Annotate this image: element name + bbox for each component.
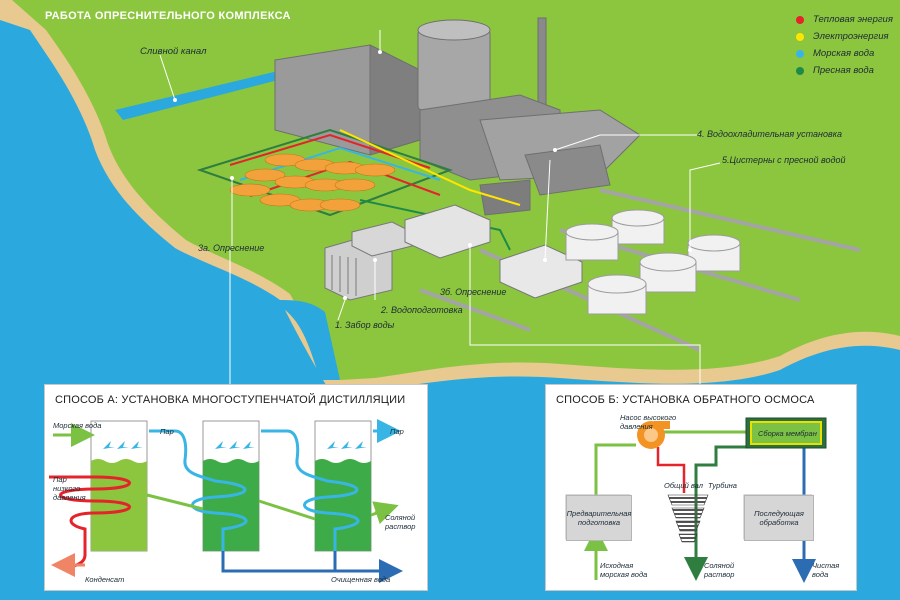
label-water-intake: 1. Забор воды <box>335 320 395 330</box>
a-steam-2: Пар <box>390 427 404 436</box>
label-drain-channel: Сливной канал <box>140 46 207 57</box>
intake-channel <box>280 300 340 380</box>
b-posttreatment-box: Последующая обработка <box>744 495 814 541</box>
callout-dots <box>173 50 692 300</box>
a-sea-water: Морская вода <box>53 421 102 430</box>
b-turbine: Турбина <box>708 481 737 490</box>
a-condensate: Конденсат <box>85 575 125 584</box>
legend-item: Электроэнергия <box>796 28 900 45</box>
panel-b-title: СПОСОБ Б: УСТАНОВКА ОБРАТНОГО ОСМОСА <box>556 394 815 406</box>
b-brine: Соляной раствор <box>704 561 735 579</box>
shaft <box>656 447 686 493</box>
panel-method-b: СПОСОБ Б: УСТАНОВКА ОБРАТНОГО ОСМОСА <box>545 384 857 591</box>
b-shaft: Общий вал <box>664 481 703 490</box>
callout-leaders <box>159 30 721 400</box>
steam-link-2 <box>261 429 360 555</box>
label-desalination-a: 3а. Опреснение <box>198 243 265 253</box>
feed-pipe <box>594 443 636 495</box>
a-steam-1: Пар <box>160 427 174 436</box>
panel-a-title: СПОСОБ А: УСТАНОВКА МНОГОСТУПЕНЧАТОЙ ДИС… <box>55 394 406 406</box>
a-purified: Очищенная вода <box>331 575 391 584</box>
a-brine: Соляной раствор <box>385 513 416 531</box>
label-cooling-unit: 4. Водоохладительная установка <box>697 129 842 139</box>
label-fresh-water-tanks: 5.Цистерны с пресной водой <box>722 155 846 165</box>
steam-coil-1 <box>49 475 131 569</box>
membrane-assembly <box>745 417 827 449</box>
drain-channel <box>115 70 286 120</box>
legend-item: Морская вода <box>796 45 900 62</box>
power-plant <box>274 17 641 216</box>
diagram-title: РАБОТА ОПРЕСНИТЕЛЬНОГО КОМПЛЕКСА <box>45 10 291 22</box>
legend-label: Электроэнергия <box>813 31 889 42</box>
legend-dot-icon <box>796 32 804 41</box>
legend-item: Тепловая энергия <box>796 11 900 28</box>
fresh-water-tanks <box>565 209 741 315</box>
panel-a-illustration <box>49 419 427 590</box>
steam-link-1 <box>149 429 248 555</box>
high-pressure-pump <box>637 421 670 449</box>
b-source-water: Исходная морская вода <box>600 561 648 579</box>
legend-label: Тепловая энергия <box>813 14 893 25</box>
water-prep-building <box>351 221 413 257</box>
label-water-preparation: 2. Водоподготовка <box>381 305 463 315</box>
legend-dot-icon <box>796 49 804 58</box>
a-steam-in: Пар низкого давления <box>53 475 86 502</box>
b-membrane: Сборка мембран <box>758 429 817 438</box>
legend-label: Морская вода <box>813 48 875 59</box>
cooling-building <box>499 244 583 299</box>
label-desalination-b: 3б. Опреснение <box>440 287 507 297</box>
b-clean-water: Чистая вода <box>812 561 840 579</box>
b-pump: Насос высокого давления <box>620 413 677 431</box>
legend-dot-icon <box>796 15 804 24</box>
brine-pipe <box>684 445 746 581</box>
turbine <box>667 494 709 543</box>
purified-water-line <box>221 551 397 571</box>
orange-cylinders <box>229 153 396 212</box>
distillation-column-2 <box>202 420 260 552</box>
panel-method-a: СПОСОБ А: УСТАНОВКА МНОГОСТУПЕНЧАТОЙ ДИС… <box>44 384 428 591</box>
b-pretreatment-box: Предварительная подготовка <box>566 495 632 541</box>
distillation-column-3 <box>314 420 372 552</box>
legend-dot-icon <box>796 66 804 75</box>
vapor-arrows <box>103 441 367 449</box>
legend-label: Пресная вода <box>813 65 874 76</box>
legend-item: Пресная вода <box>796 62 900 79</box>
